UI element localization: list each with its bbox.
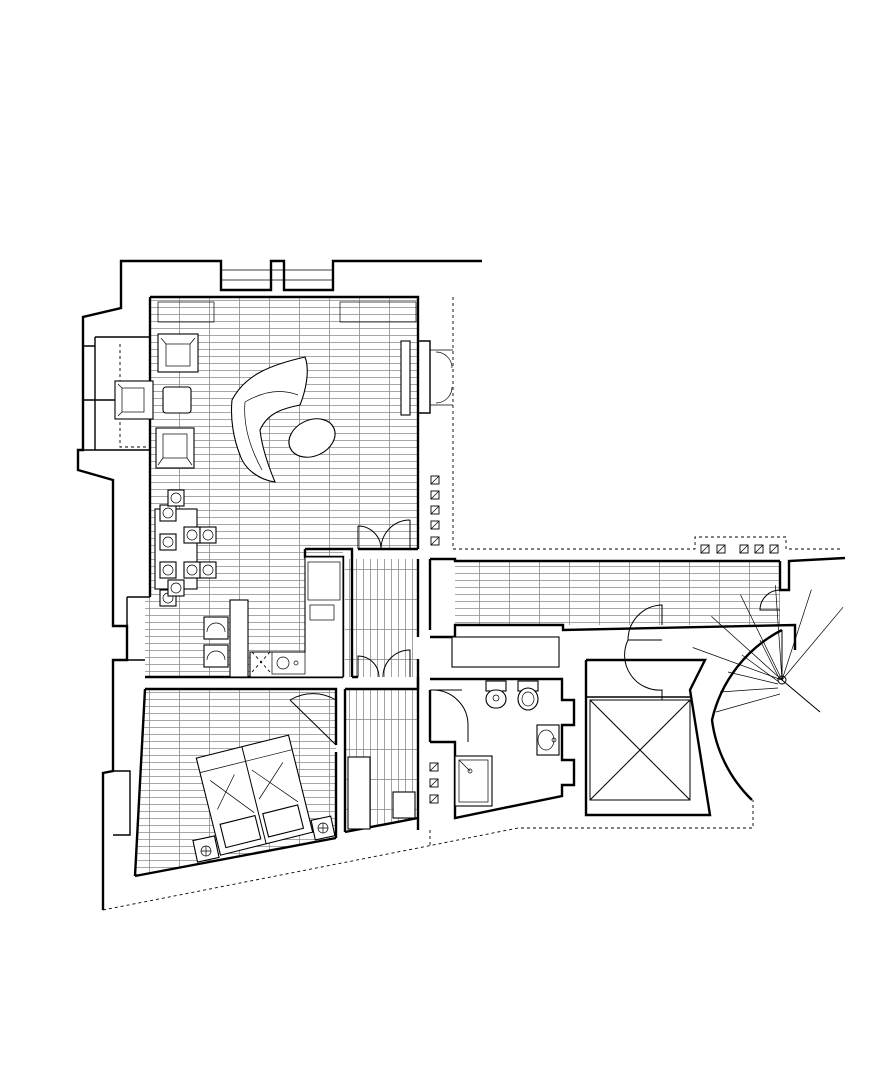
- doors: [289, 519, 781, 746]
- bidet-icon: [485, 680, 507, 709]
- column-marker-icon: [430, 520, 440, 530]
- bedroom-furniture: [192, 734, 336, 863]
- room-hallway: [345, 559, 418, 677]
- column-marker-icon: [700, 544, 710, 554]
- chair-icon: [199, 526, 217, 544]
- chair-icon: [183, 561, 201, 579]
- column-marker-icon: [429, 762, 439, 772]
- column-markers: [429, 475, 779, 804]
- door-icon: [357, 519, 411, 550]
- side-table: [288, 418, 336, 458]
- column-marker-icon: [430, 505, 440, 515]
- chair-icon: [167, 489, 185, 507]
- chair-icon: [203, 616, 229, 640]
- armchair-icon: [157, 333, 199, 373]
- living-furniture: [114, 333, 336, 483]
- chair-icon: [199, 561, 217, 579]
- column-marker-icon: [430, 490, 440, 500]
- coffee-table: [162, 386, 192, 414]
- room-corridor: [455, 561, 780, 625]
- dashed-boundaries: [102, 297, 840, 911]
- door-icon: [624, 604, 663, 700]
- room-living-dining-kitchen: [145, 297, 418, 677]
- door-icon: [430, 689, 469, 742]
- column-marker-icon: [429, 794, 439, 804]
- spiral-stair-icon: [692, 585, 844, 801]
- sink-icon: [536, 724, 560, 756]
- stove-icon: [271, 651, 306, 675]
- dining-area: [154, 489, 217, 607]
- bathroom-fixtures: [454, 680, 560, 807]
- bed-icon: [195, 734, 314, 856]
- shower-icon: [454, 755, 493, 807]
- kitchen-island: [229, 599, 249, 678]
- column-marker-icon: [430, 475, 440, 485]
- toilet-icon: [517, 680, 539, 711]
- closet-fixtures: [347, 756, 416, 830]
- column-marker-icon: [754, 544, 764, 554]
- door-icon: [289, 693, 337, 746]
- column-marker-icon: [429, 778, 439, 788]
- door-icon: [357, 649, 411, 678]
- chair-icon: [159, 533, 177, 551]
- column-marker-icon: [739, 544, 749, 554]
- nightstand: [192, 835, 220, 863]
- chair-icon: [167, 579, 185, 597]
- chair-icon: [159, 561, 177, 579]
- nightstand: [310, 815, 336, 841]
- door-icon: [759, 589, 781, 611]
- chair-icon: [203, 644, 229, 668]
- armchair-icon: [155, 427, 195, 469]
- chair-icon: [159, 504, 177, 522]
- armchair-icon: [114, 380, 154, 420]
- kitchen: [203, 556, 344, 678]
- sofa-icon: [230, 356, 308, 483]
- chair-icon: [183, 526, 201, 544]
- column-marker-icon: [430, 536, 440, 546]
- column-marker-icon: [769, 544, 779, 554]
- column-marker-icon: [716, 544, 726, 554]
